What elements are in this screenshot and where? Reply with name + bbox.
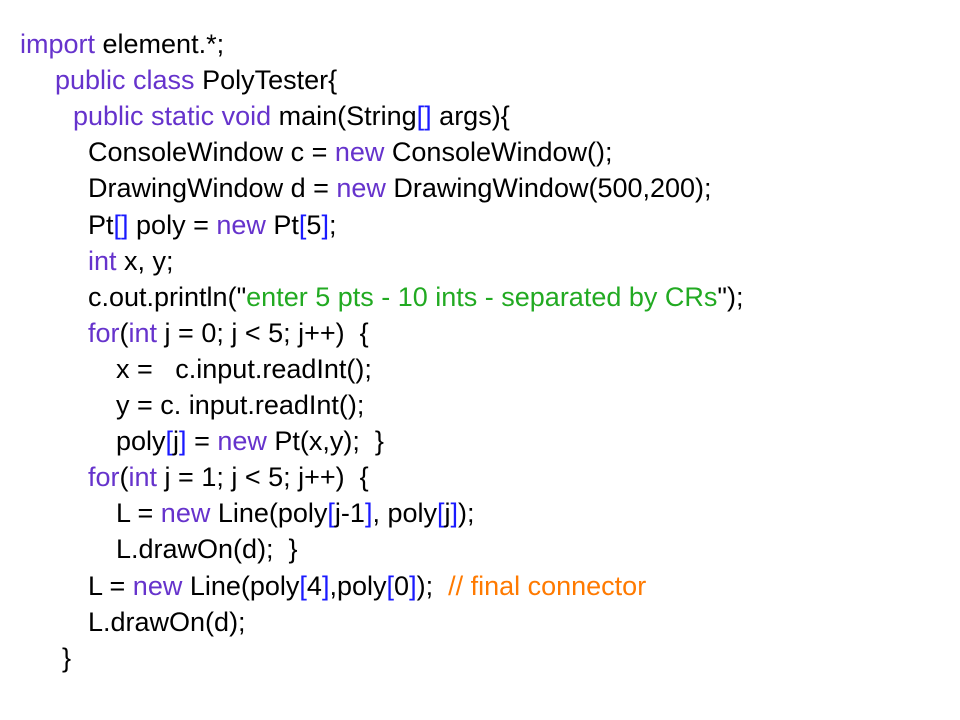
code-token-bracket: ]	[364, 498, 373, 529]
code-token-keyword: public static void	[73, 101, 272, 132]
code-token-plain: x, y;	[116, 245, 174, 276]
code-token-plain: L.drawOn(d); }	[116, 534, 298, 565]
code-token-bracket: [	[327, 498, 335, 529]
code-token-plain: ,poly	[329, 570, 387, 601]
code-token-plain: L.drawOn(d);	[88, 606, 246, 637]
code-token-keyword: new	[160, 498, 211, 529]
code-token-plain: =	[186, 426, 218, 457]
code-token-keyword: int	[88, 245, 117, 276]
code-line: import element.*;	[20, 26, 224, 62]
code-line: for(int j = 1; j < 5; j++) {	[88, 459, 369, 495]
code-token-plain: j	[444, 498, 451, 529]
code-token-keyword: import	[20, 29, 96, 59]
code-token-keyword: new	[216, 209, 266, 240]
code-token-plain: L =	[88, 570, 133, 601]
code-line: DrawingWindow d = new DrawingWindow(500,…	[88, 170, 712, 206]
code-token-keyword: int	[128, 317, 158, 348]
code-token-plain: Pt	[88, 209, 114, 240]
code-token-plain: DrawingWindow d =	[88, 173, 337, 204]
code-token-bracket: [	[165, 426, 174, 457]
code-token-plain: ConsoleWindow c =	[88, 137, 335, 168]
code-token-bracket: [	[437, 498, 445, 529]
code-token-plain: args){	[431, 101, 510, 132]
code-token-bracket: []	[113, 209, 129, 240]
code-line: for(int j = 0; j < 5; j++) {	[88, 315, 369, 351]
code-token-bracket: ]	[450, 498, 459, 529]
code-line: y = c. input.readInt();	[116, 387, 364, 423]
code-token-plain: (	[119, 462, 129, 493]
code-line: L.drawOn(d); }	[116, 531, 298, 567]
code-token-plain: element.*;	[95, 29, 225, 59]
code-token-bracket: [	[299, 570, 307, 601]
code-token-plain: Pt	[265, 209, 299, 240]
code-token-bracket: ]	[409, 570, 417, 601]
code-line: L.drawOn(d);	[88, 604, 246, 640]
code-token-keyword: for	[88, 462, 120, 493]
code-token-plain: }	[62, 642, 72, 673]
code-token-bracket: ]	[179, 426, 187, 457]
code-line: L = new Line(poly[4],poly[0]); // final …	[88, 568, 646, 604]
code-token-keyword: new	[334, 137, 385, 168]
code-token-bracket: []	[416, 101, 432, 132]
code-token-plain: L =	[116, 498, 161, 529]
code-line: c.out.println("enter 5 pts - 10 ints - s…	[88, 279, 743, 315]
code-token-plain: );	[458, 498, 475, 529]
code-token-plain: j-1	[334, 498, 365, 529]
code-line: public static void main(String[] args){	[73, 98, 510, 134]
code-token-plain: Pt(x,y); }	[266, 426, 384, 457]
code-line: x = c.input.readInt();	[116, 351, 372, 387]
code-token-plain: );	[416, 570, 449, 601]
code-token-plain: ConsoleWindow();	[384, 137, 613, 168]
code-token-plain: x = c.input.readInt();	[116, 353, 372, 384]
code-line: ConsoleWindow c = new ConsoleWindow();	[88, 134, 612, 170]
code-token-keyword: for	[88, 317, 120, 348]
code-token-bracket: ]	[321, 209, 329, 240]
code-line: public class PolyTester{	[55, 62, 337, 98]
code-token-plain: main(String	[271, 101, 417, 132]
code-token-plain: 4	[306, 570, 322, 601]
code-token-plain: j = 1; j < 5; j++) {	[157, 462, 369, 493]
code-line: poly[j] = new Pt(x,y); }	[116, 423, 384, 459]
code-token-plain: Line(poly	[210, 498, 328, 529]
code-line: }	[62, 640, 71, 676]
code-token-plain: poly =	[128, 209, 217, 240]
code-token-plain: PolyTester{	[194, 65, 338, 96]
code-line: L = new Line(poly[j-1], poly[j]);	[116, 495, 475, 531]
code-token-plain: 0	[394, 570, 410, 601]
code-token-plain: (	[119, 317, 129, 348]
code-token-bracket: [	[298, 209, 307, 240]
code-token-plain: ;	[328, 209, 337, 240]
code-line: int x, y;	[88, 243, 174, 279]
code-token-bracket: [	[386, 570, 395, 601]
code-token-plain: j	[173, 426, 180, 457]
code-token-string: enter 5 pts - 10 ints - separated by CRs	[246, 281, 718, 312]
code-line: Pt[] poly = new Pt[5];	[88, 207, 336, 243]
code-token-keyword: public class	[55, 65, 195, 96]
code-token-plain: Line(poly	[182, 570, 300, 601]
code-token-keyword: new	[336, 173, 386, 204]
code-token-plain: y = c. input.readInt();	[116, 390, 365, 420]
code-token-keyword: new	[132, 570, 183, 601]
code-token-plain: 5	[306, 209, 322, 240]
code-token-keyword: new	[217, 426, 267, 457]
code-token-keyword: int	[128, 462, 158, 493]
code-token-plain: ");	[717, 281, 744, 312]
code-token-plain: DrawingWindow(500,200);	[385, 173, 712, 204]
code-token-plain: , poly	[372, 498, 437, 529]
code-token-plain: j = 0; j < 5; j++) {	[157, 317, 369, 348]
code-token-bracket: ]	[321, 570, 330, 601]
code-token-plain: poly	[116, 426, 166, 457]
code-token-plain: c.out.println("	[88, 281, 247, 312]
code-token-comment: // final connector	[448, 570, 647, 601]
